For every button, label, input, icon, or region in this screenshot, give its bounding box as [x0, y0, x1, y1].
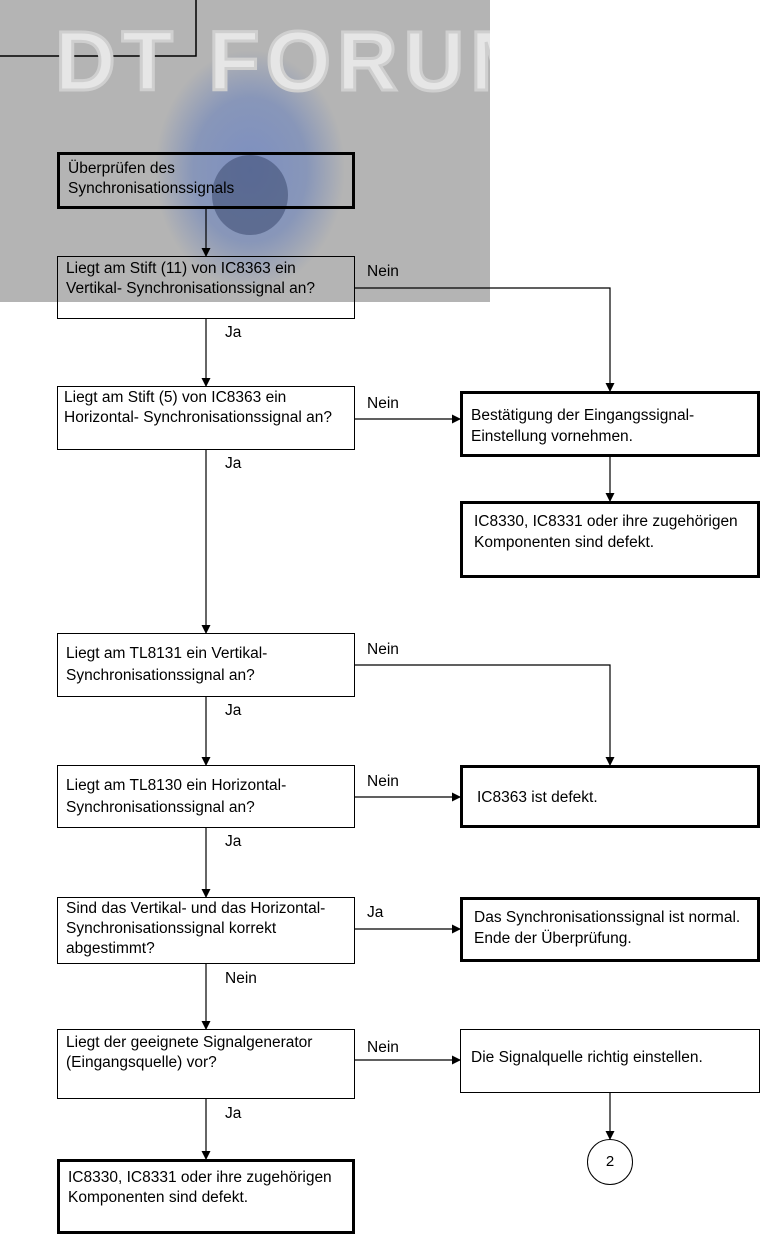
- question-node-5: Sind das Vertikal- und das Horizontal-Sy…: [57, 897, 355, 964]
- label-q1-yes: Ja: [225, 324, 242, 341]
- label-q2-yes: Ja: [225, 455, 242, 472]
- label-q3-no: Nein: [367, 641, 399, 658]
- result-node-3: IC8363 ist defekt.: [460, 765, 760, 828]
- label-q1-no: Nein: [367, 263, 399, 280]
- result-node-2: IC8330, IC8331 oder ihre zugehörigen Kom…: [460, 501, 760, 578]
- label-q3-yes: Ja: [225, 702, 242, 719]
- question-node-1: Liegt am Stift (11) von IC8363 ein Verti…: [57, 256, 355, 319]
- question-node-3: Liegt am TL8131 ein Vertikal-Synchronisa…: [57, 633, 355, 697]
- label-q6-no: Nein: [367, 1039, 399, 1056]
- label-q4-yes: Ja: [225, 833, 242, 850]
- arrow-q1-r1: [355, 287, 615, 392]
- question-node-6: Liegt der geeignete Signalgenerator (Ein…: [57, 1029, 355, 1099]
- result-node-5: Die Signalquelle richtig einstellen.: [460, 1029, 760, 1093]
- arrow-q3-r3: [355, 664, 615, 766]
- page-connector-2: 2: [587, 1139, 633, 1185]
- label-q5-yes: Ja: [367, 904, 384, 921]
- result-node-4: Das Synchronisationssignal ist normal. E…: [460, 897, 760, 962]
- question-node-4: Liegt am TL8130 ein Horizontal-Synchroni…: [57, 765, 355, 828]
- result-node-1: Bestätigung der Eingangssignal-Einstellu…: [460, 391, 760, 457]
- result-node-6: IC8330, IC8331 oder ihre zugehörigen Kom…: [57, 1159, 355, 1234]
- start-node: Überprüfen des Synchronisationssignals: [57, 152, 355, 209]
- label-q4-no: Nein: [367, 773, 399, 790]
- watermark-text: DT FORUM: [55, 14, 490, 108]
- label-q6-yes: Ja: [225, 1105, 242, 1122]
- forum-watermark-logo: DT FORUM: [0, 0, 490, 302]
- question-node-2: Liegt am Stift (5) von IC8363 ein Horizo…: [57, 386, 355, 450]
- label-q5-no: Nein: [225, 970, 257, 987]
- label-q2-no: Nein: [367, 395, 399, 412]
